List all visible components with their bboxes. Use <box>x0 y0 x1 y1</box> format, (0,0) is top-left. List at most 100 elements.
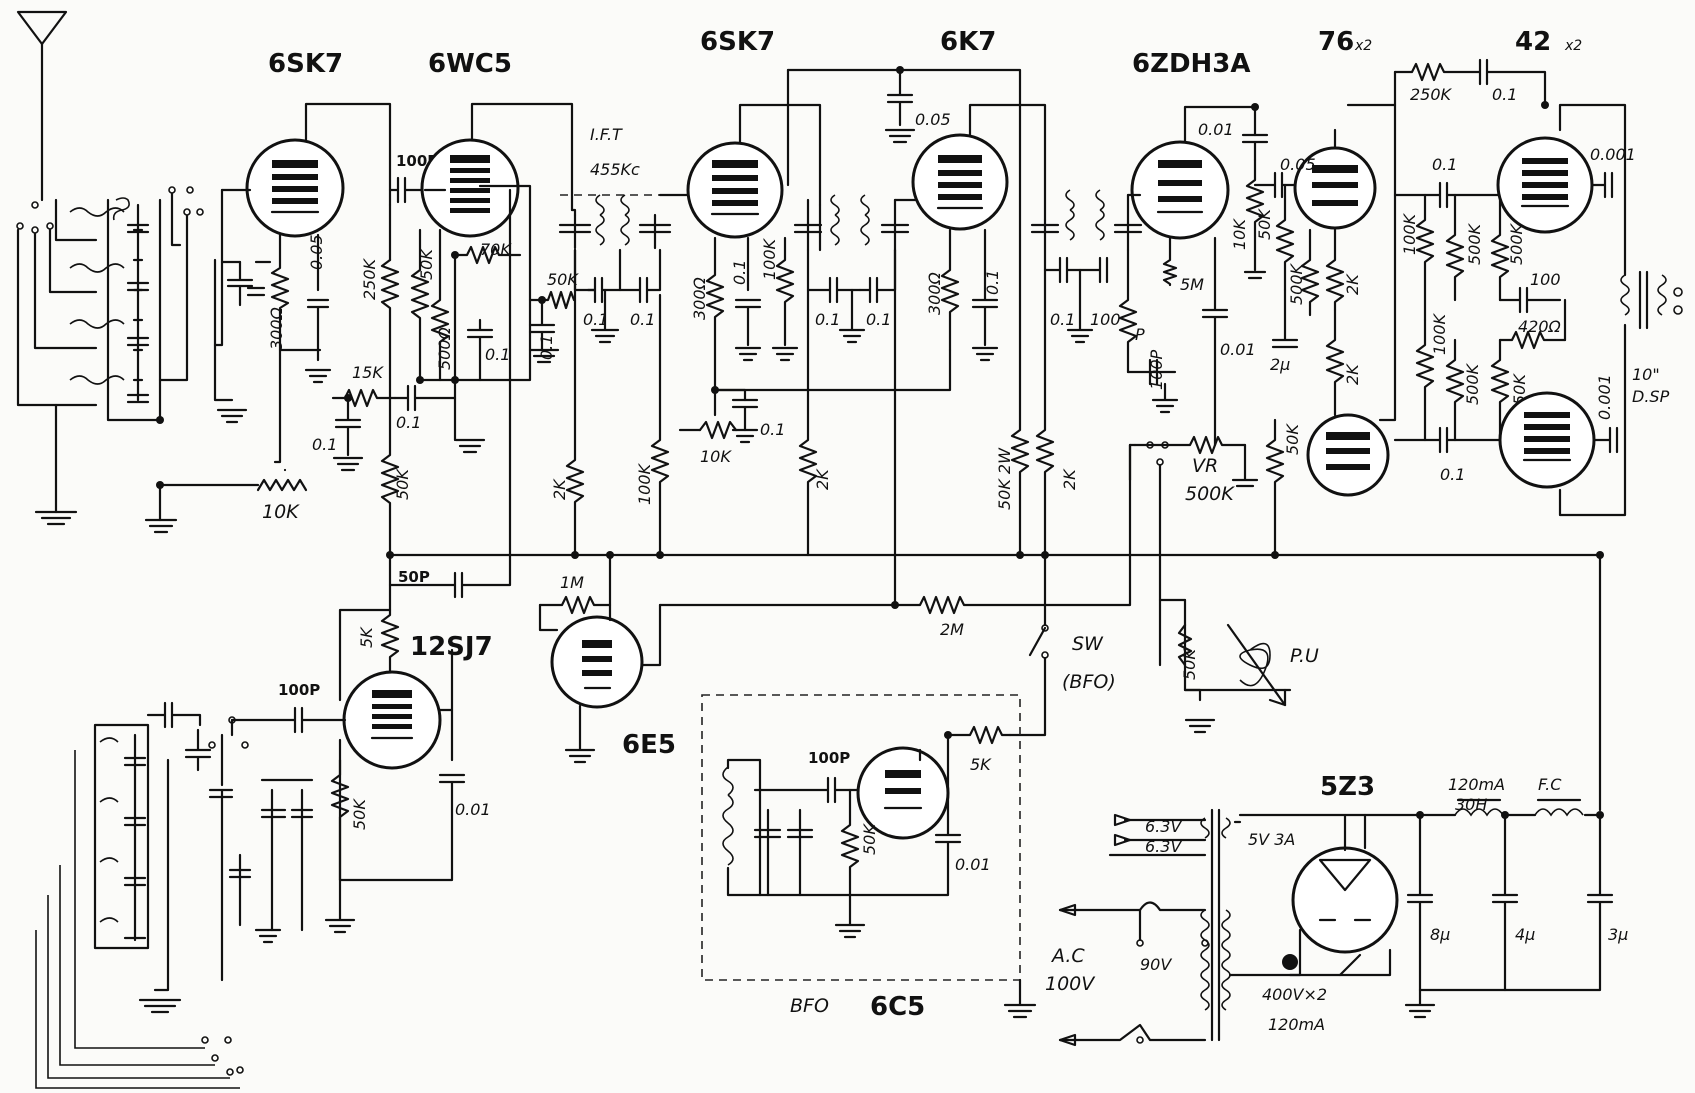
choke-current-label: 120mA <box>1448 775 1505 794</box>
ift-3 <box>1030 189 1143 252</box>
label-value: 2μ <box>1270 355 1290 374</box>
label-value: 3μ <box>1608 925 1628 944</box>
label-value: 0.1 <box>1440 465 1465 484</box>
label-value: 500K <box>1463 362 1482 405</box>
label-value: 5M <box>1180 275 1204 294</box>
label-value: 0.1 <box>983 270 1002 295</box>
label-value: 50K <box>1180 648 1199 680</box>
tube-76-a: 76 x2 <box>1293 27 1377 230</box>
label-value: 0.1 <box>630 310 655 329</box>
label-value: 5K <box>357 626 376 648</box>
tube-label: 6WC5 <box>428 49 512 79</box>
tube-42-b <box>1498 391 1596 489</box>
tube-6sk7-if: 6SK7 <box>686 27 784 239</box>
label-value: 10K <box>262 501 300 523</box>
label-value: 5K <box>970 755 992 774</box>
hv-label: 400V×2 <box>1262 985 1327 1004</box>
label-value: 50K 2W <box>995 447 1014 510</box>
label-value: 0.05 <box>1280 155 1316 174</box>
label-value: 100P <box>808 749 850 767</box>
label-value: 0.01 <box>1220 340 1256 359</box>
label-value: 0.1 <box>583 310 608 329</box>
label-value: 1M <box>560 573 584 592</box>
tube-6k7-if2: 6K7 <box>911 27 1009 231</box>
ift-label: I.F.T <box>590 125 623 144</box>
heater-label-2: 6.3V <box>1145 837 1182 856</box>
label-value: 10K <box>700 447 732 466</box>
ac-label: A.C <box>1050 945 1085 967</box>
tube-label: 6ZDH3A <box>1132 49 1251 79</box>
label-value: 500Ω <box>435 326 454 370</box>
choke-ind-label: 30H <box>1455 795 1487 814</box>
label-value: 0.1 <box>537 335 556 360</box>
label-value: 420Ω <box>1518 317 1562 336</box>
band-switch-contacts <box>16 198 98 526</box>
label-value: 100K <box>760 237 779 280</box>
label-value: 2K <box>1060 468 1079 490</box>
label-value: 50K <box>1255 208 1274 240</box>
antenna <box>16 10 68 202</box>
tube-label: 5Z3 <box>1320 772 1375 802</box>
label-value: 0.1 <box>312 435 337 454</box>
label-value: 15K <box>352 363 384 382</box>
label-value: 0.01 <box>955 855 991 874</box>
tap-90v-label: 90V <box>1140 955 1172 974</box>
tube-label: 76 <box>1318 27 1354 57</box>
label-value: 500K <box>1185 483 1235 505</box>
label-value: 2K <box>1343 273 1362 295</box>
tube-42-a: 42 x2 <box>1496 27 1594 234</box>
heater-label-1: 6.3V <box>1145 817 1182 836</box>
tube-12sj7: 12SJ7 <box>342 632 493 770</box>
label-value: 0.1 <box>815 310 840 329</box>
ac-voltage-label: 100V <box>1045 973 1096 995</box>
label-value: 50K <box>1283 423 1302 455</box>
power-transformer <box>1200 808 1231 1042</box>
ift-1 <box>558 194 672 250</box>
label-value: 2K <box>1343 363 1362 385</box>
label-value: 100 <box>1530 270 1561 289</box>
label-value: 0.01 <box>1198 120 1234 139</box>
bfo-label: BFO <box>790 995 829 1017</box>
tube-label: 6C5 <box>870 992 925 1022</box>
tube-label: 42 <box>1515 27 1551 57</box>
label-value: 2K <box>813 468 832 490</box>
label-value: 50K <box>547 270 579 289</box>
label-value: 300Ω <box>690 276 709 320</box>
tube-6c5-bfo <box>856 746 950 840</box>
tube-6e5-tuning-eye: 6E5 <box>550 615 676 760</box>
label-value: 10K <box>1230 218 1249 250</box>
label-value: 0.1 <box>730 260 749 285</box>
label-value: 0.1 <box>396 413 421 432</box>
osc-coil-bank <box>93 701 314 1014</box>
tube-5z3-rectifier: 5Z3 <box>1291 772 1399 954</box>
label-value: 100P <box>278 681 320 699</box>
label-value: 250K <box>1410 85 1453 104</box>
label-value: 0.001 <box>1595 374 1614 420</box>
label-value: 2M <box>940 620 964 639</box>
ift-2 <box>793 194 910 252</box>
pu-label: P.U <box>1290 645 1319 667</box>
label-value: 70K <box>480 240 512 259</box>
label-value: 0.05 <box>915 110 951 129</box>
label-value: 8μ <box>1430 925 1450 944</box>
label-value: 2K <box>550 478 569 500</box>
ift-freq-label: 455Kc <box>590 160 640 179</box>
label-value: 50K <box>393 468 412 500</box>
label-value: 0.1 <box>485 345 510 364</box>
label-value: 100 <box>1090 310 1121 329</box>
label-value: 100K <box>1430 312 1449 355</box>
tube-label: 6SK7 <box>700 27 775 57</box>
tube-6sk7-rf: 6SK7 <box>245 49 345 238</box>
rf-switch-contacts-right <box>158 186 204 382</box>
speaker-type: D.SP <box>1632 387 1670 406</box>
label-value: 50K <box>860 823 879 855</box>
rf-coil-bank <box>69 197 178 534</box>
label-value: P <box>1135 325 1145 344</box>
tube-76-b <box>1306 413 1390 497</box>
tube-6zdh3a: 6ZDH3A <box>1130 49 1251 240</box>
bfo-coil <box>722 758 814 897</box>
filter-chain <box>1363 798 1614 1019</box>
label-value: 100K <box>1400 212 1419 255</box>
label-value: 50K <box>350 798 369 830</box>
